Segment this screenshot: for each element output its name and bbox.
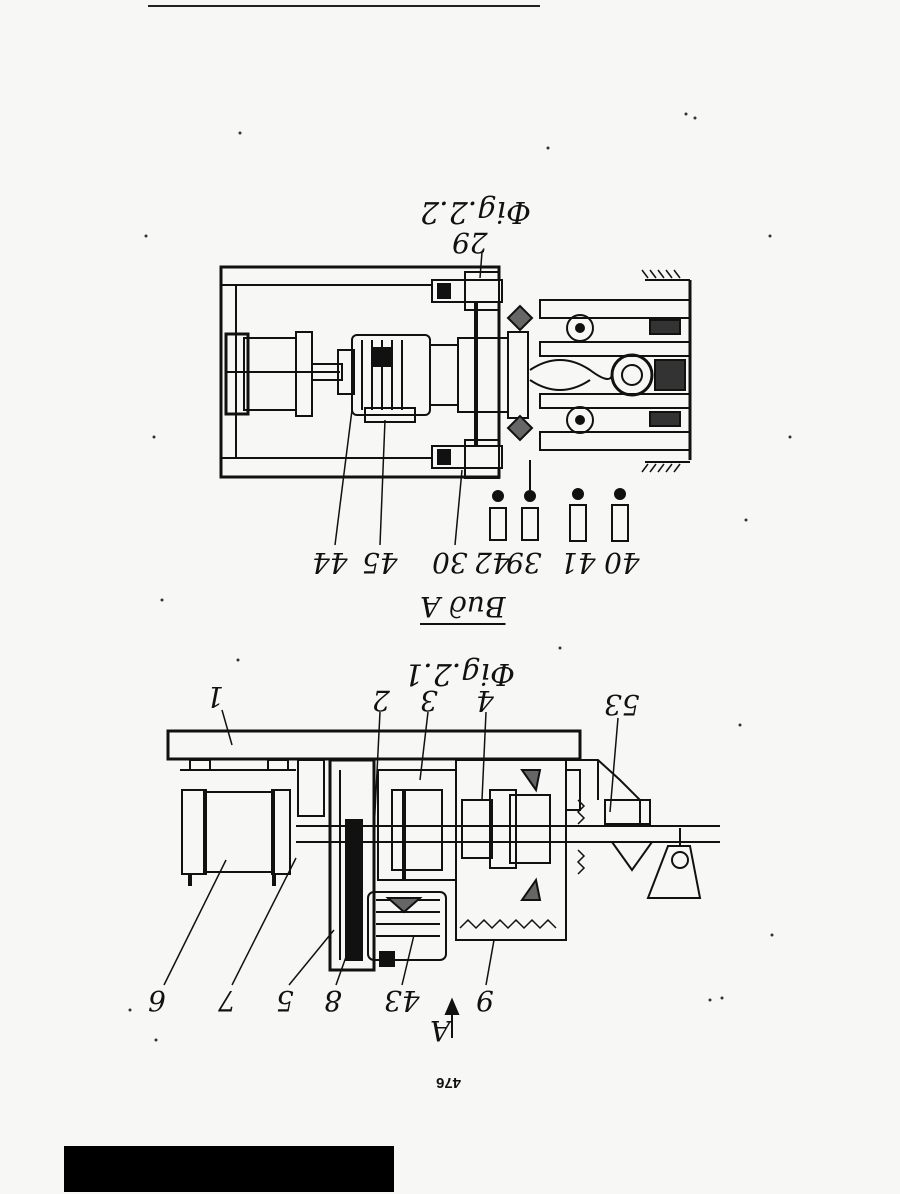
label-39: 39 [506, 548, 542, 576]
label-44: 44 [312, 548, 348, 576]
label-53: 53 [604, 690, 640, 718]
label-43: 43 [384, 986, 420, 1014]
label-7: 7 [218, 986, 236, 1014]
black-bar [64, 1146, 394, 1192]
label-3: 3 [420, 686, 438, 714]
label-8: 8 [324, 986, 342, 1014]
label-A: A [430, 1016, 450, 1044]
fig2-drawing [221, 252, 690, 545]
label-41: 41 [560, 548, 596, 576]
fig1-drawing [164, 710, 720, 1038]
fig2-caption: Фig.2.2 [420, 196, 531, 226]
label-30: 30 [432, 548, 468, 576]
label-42: 42 [474, 548, 510, 576]
label-5: 5 [276, 986, 294, 1014]
label-2: 2 [372, 686, 390, 714]
label-4: 4 [476, 686, 494, 714]
label-29: 29 [452, 228, 488, 256]
label-1: 1 [206, 682, 224, 710]
label-9: 9 [476, 986, 494, 1014]
page-number: 476 [436, 1075, 461, 1090]
label-6: 6 [148, 986, 166, 1014]
view-a-label: Вид A [420, 592, 505, 620]
label-40: 40 [604, 548, 640, 576]
label-45: 45 [362, 548, 398, 576]
